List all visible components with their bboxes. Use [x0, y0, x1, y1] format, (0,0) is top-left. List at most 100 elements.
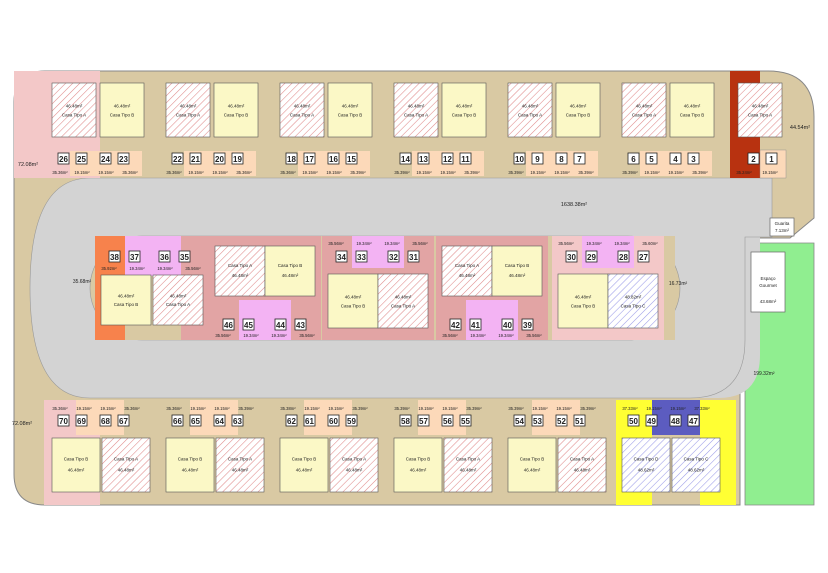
- house-area: 46.48m²: [456, 103, 473, 108]
- house-area: 46.48m²: [182, 467, 199, 472]
- lot-number-box: [285, 414, 298, 427]
- house-area: 46.48m²: [460, 467, 477, 472]
- lot-number-box: [687, 414, 700, 427]
- lot-number-box: [417, 414, 430, 427]
- lot-number-box: [213, 414, 226, 427]
- lot-number-box: [513, 414, 526, 427]
- lot-area: 19.34m²: [470, 333, 486, 338]
- house-area: 46.48m²: [170, 294, 187, 299]
- lot-number-box: [128, 250, 141, 263]
- gourmet-space-area: 43.68m²: [760, 299, 777, 304]
- house-type: Casa Tipo B: [680, 112, 705, 117]
- lot-number-box: [294, 318, 307, 331]
- house-type: Casa Tipo B: [278, 263, 303, 268]
- island-right-label: 16.73m²: [669, 281, 688, 287]
- lot-number: 22: [173, 155, 182, 164]
- house-unit: [621, 437, 671, 493]
- house-unit: [443, 437, 493, 493]
- lot-area: 35.39m²: [350, 170, 366, 175]
- lot-number-box: [617, 250, 630, 263]
- lot-number: 45: [244, 321, 253, 330]
- lot-number-box: [765, 152, 778, 165]
- house-unit: [555, 82, 601, 138]
- lot-number-box: [327, 152, 340, 165]
- house-type: Casa Tipo A: [290, 112, 314, 117]
- lot-number-box: [387, 250, 400, 263]
- lot-number: 69: [77, 417, 86, 426]
- house-type: Casa Tipo B: [505, 263, 530, 268]
- house-type: Casa Tipo B: [338, 112, 363, 117]
- house-type: Casa Tipo B: [292, 457, 317, 462]
- lot-number-box: [521, 318, 534, 331]
- lot-number-box: [345, 152, 358, 165]
- bottom-left-margin-label: 72.08m²: [12, 421, 32, 427]
- lot-number: 5: [649, 155, 654, 164]
- lot-area: 35.56m²: [558, 241, 574, 246]
- lot-area: 35.36m²: [166, 406, 182, 411]
- lot-number: 19: [233, 155, 242, 164]
- house-area: 46.48m²: [118, 467, 135, 472]
- lot-number: 57: [419, 417, 428, 426]
- lot-area: 19.15m²: [214, 406, 230, 411]
- lot-number: 35: [180, 253, 189, 262]
- lot-number-box: [117, 152, 130, 165]
- lot-number-box: [345, 414, 358, 427]
- lot-number: 44: [276, 321, 285, 330]
- house-unit: [441, 245, 493, 297]
- lot-number-box: [687, 152, 700, 165]
- lot-number: 53: [533, 417, 542, 426]
- lot-number-box: [242, 318, 255, 331]
- lot-number-box: [274, 318, 287, 331]
- lot-area: 35.38m²: [280, 406, 296, 411]
- lot-number-box: [407, 250, 420, 263]
- house-unit: [279, 82, 325, 138]
- lot-number: 56: [443, 417, 452, 426]
- lot-area: 19.15m²: [328, 406, 344, 411]
- lot-number: 66: [173, 417, 182, 426]
- house-unit: [671, 437, 721, 493]
- house-unit: [393, 437, 443, 493]
- lot-number: 47: [689, 417, 698, 426]
- lot-number: 29: [587, 253, 596, 262]
- house-area: 46.48m²: [684, 103, 701, 108]
- guard-house: [769, 217, 795, 237]
- house-unit: [101, 437, 151, 493]
- lot-number: 65: [191, 417, 200, 426]
- lot-number: 6: [631, 155, 636, 164]
- lot-number: 25: [77, 155, 86, 164]
- house-area: 46.48m²: [410, 467, 427, 472]
- house-area: 46.48m²: [636, 103, 653, 108]
- lot-area: 35.56m²: [215, 333, 231, 338]
- lot-number-box: [531, 414, 544, 427]
- house-type: Casa Tipo A: [570, 457, 594, 462]
- lot-number: 61: [305, 417, 314, 426]
- lot-number-box: [57, 414, 70, 427]
- lot-number: 24: [101, 155, 110, 164]
- house-unit: [152, 274, 204, 326]
- house-type: Casa Tipo A: [391, 303, 415, 308]
- lot-number: 62: [287, 417, 296, 426]
- lot-area: 19.34m²: [384, 241, 400, 246]
- lot-number: 63: [233, 417, 242, 426]
- lot-number-box: [57, 152, 70, 165]
- lot-number-box: [627, 414, 640, 427]
- lot-number: 37: [130, 253, 139, 262]
- house-type: Casa Tipo B: [224, 112, 249, 117]
- house-unit: [100, 274, 152, 326]
- lot-area: 35.36m²: [52, 170, 68, 175]
- house-area: 46.48m²: [752, 103, 769, 108]
- house-area: 46.48m²: [524, 467, 541, 472]
- lot-number: 54: [515, 417, 524, 426]
- guard-house-area: 7.13m²: [775, 228, 790, 233]
- lot-number: 14: [401, 155, 410, 164]
- lot-number: 64: [215, 417, 224, 426]
- house-type: Casa Tipo C: [621, 303, 647, 308]
